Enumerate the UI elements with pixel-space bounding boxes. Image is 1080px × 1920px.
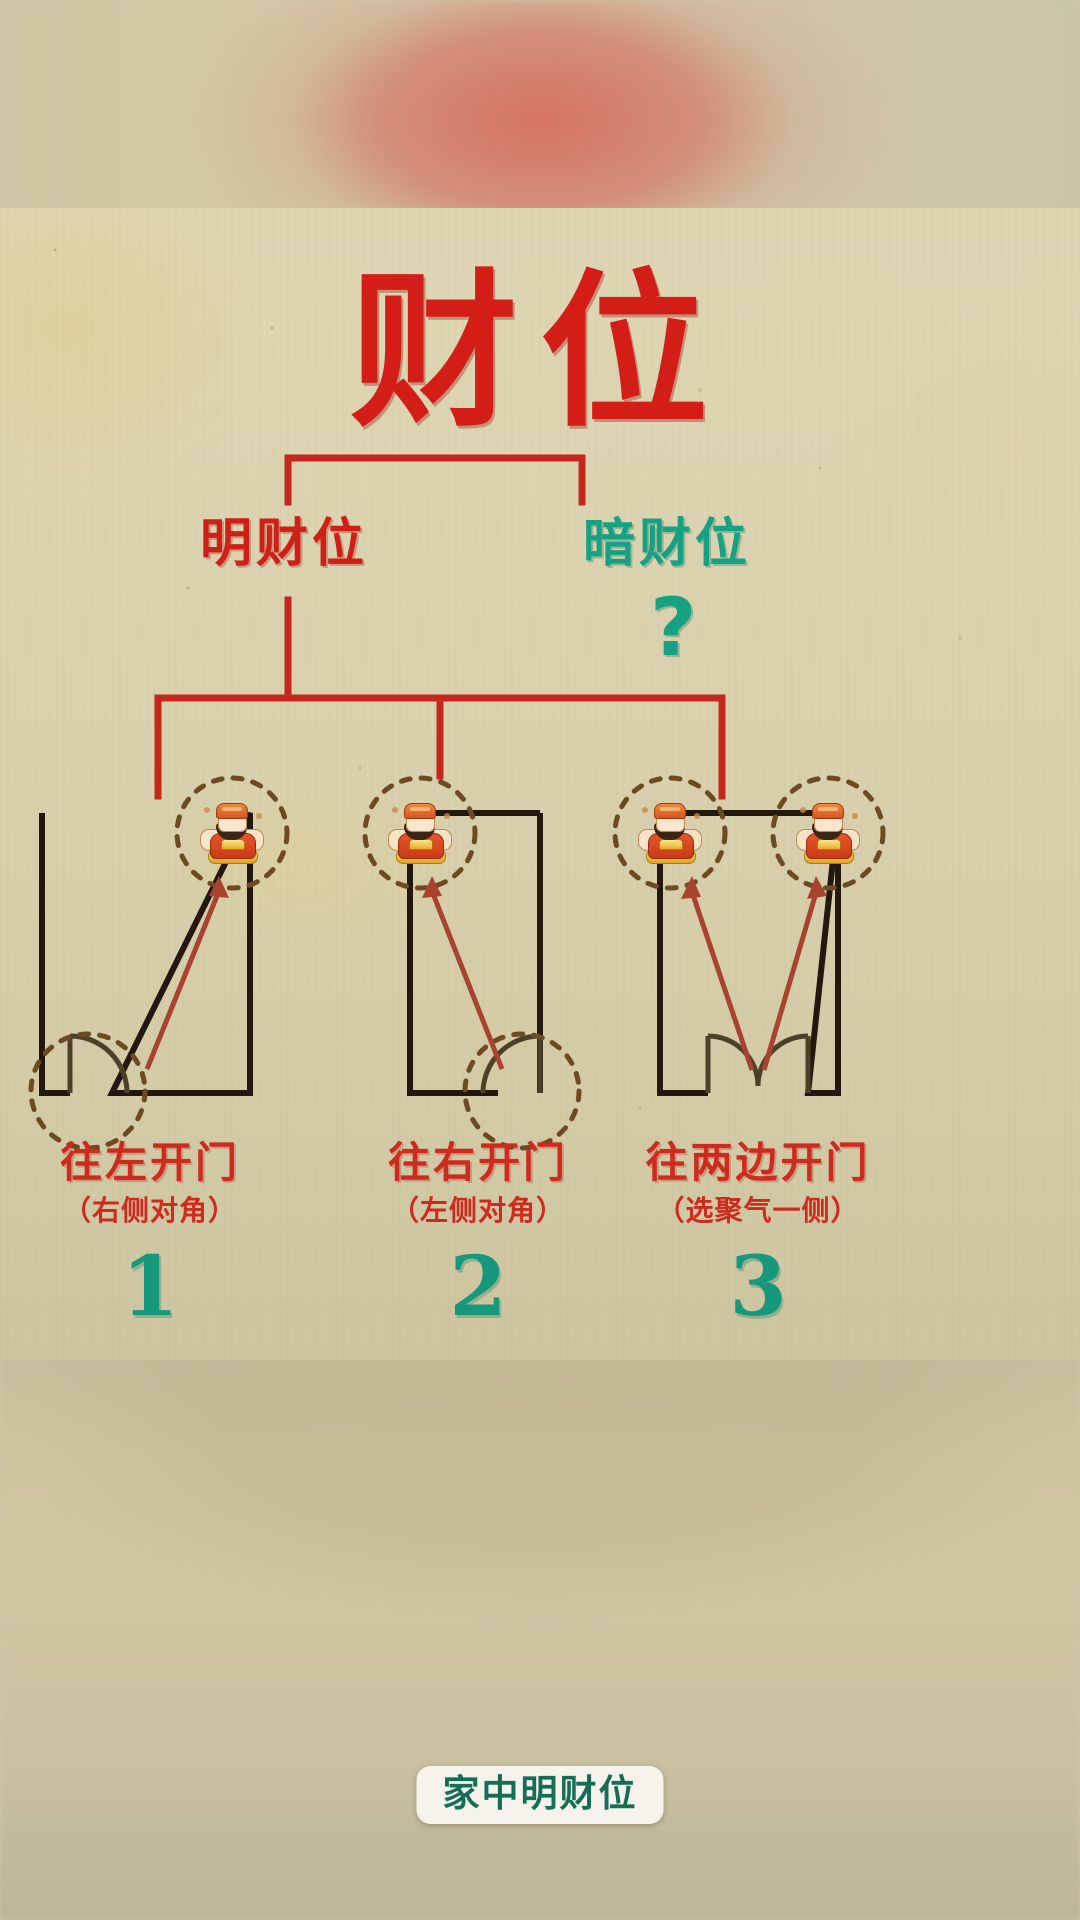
case-caption-sub: （选聚气一侧） <box>656 1194 860 1228</box>
floorplan-room-1 <box>28 775 290 1151</box>
question-mark-marker: ? <box>650 581 697 674</box>
case-number-2: 2 <box>449 1239 507 1335</box>
case-caption-main: 往两边开门 <box>645 1138 871 1187</box>
blurred-top-band <box>0 0 1080 210</box>
label-an-caiwei: 暗财位 <box>583 514 752 574</box>
case-caption-2: 往右开门 （左侧对角） <box>348 1138 608 1230</box>
case-caption-main: 往右开门 <box>387 1138 568 1187</box>
case-caption-main: 往左开门 <box>59 1138 240 1187</box>
case-caption-1: 往左开门 （右侧对角） <box>20 1138 280 1230</box>
label-ming-caiwei: 明财位 <box>200 514 369 574</box>
floorplan-diagrams <box>28 775 886 1151</box>
page-title: 财位 <box>350 254 730 450</box>
case-caption-3: 往两边开门 （选聚气一侧） <box>608 1138 908 1230</box>
case-caption-sub: （右侧对角） <box>62 1194 237 1228</box>
floorplan-room-3 <box>612 775 886 1096</box>
poster-body: 财位 明财位 暗财位 ? <box>0 208 1080 1360</box>
case-number-1: 1 <box>121 1239 179 1335</box>
connector-diagram <box>154 454 726 800</box>
case-number-3: 3 <box>729 1239 787 1335</box>
blurred-bottom-band <box>0 1352 1080 1920</box>
video-caption: 家中明财位 <box>416 1766 664 1824</box>
case-caption-sub: （左侧对角） <box>390 1194 565 1228</box>
